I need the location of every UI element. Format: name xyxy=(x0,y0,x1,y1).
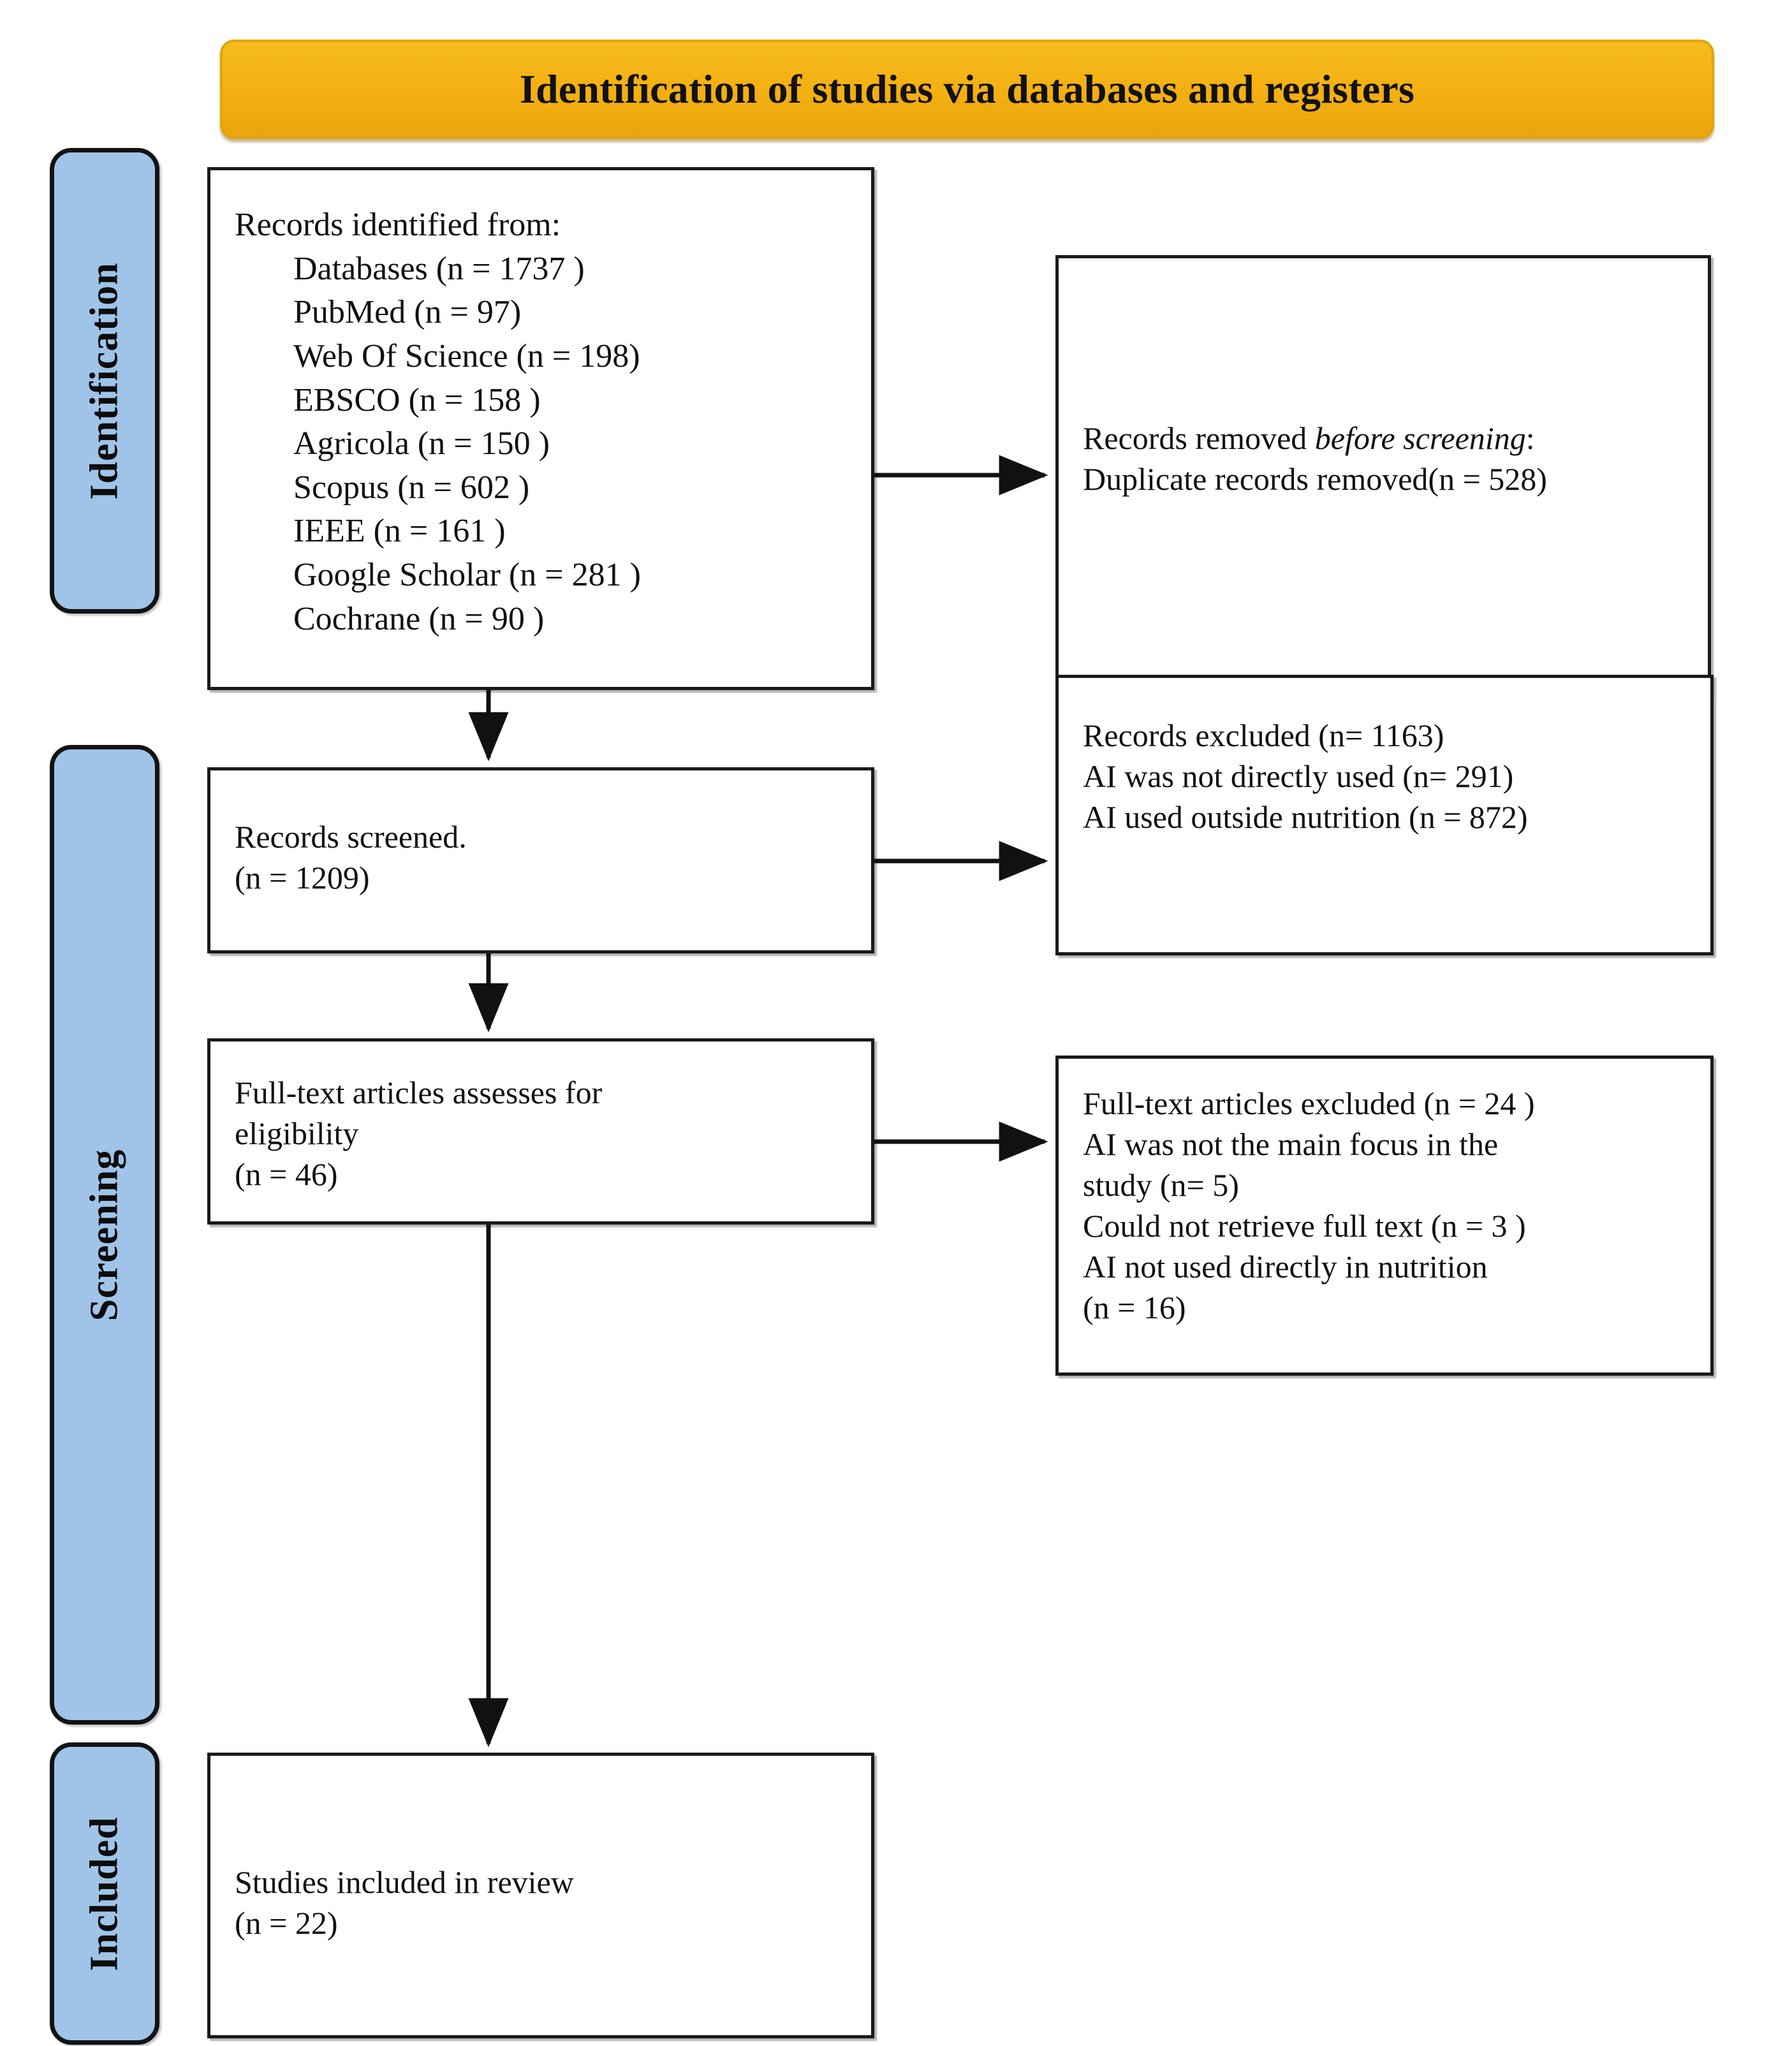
records-excluded-reason-ai-not-direct: AI was not directly used (n= 291) xyxy=(1083,758,1514,794)
records-screened-label: Records screened. xyxy=(235,819,467,855)
source-agricola: Agricola (n = 150 ) xyxy=(293,425,550,462)
fulltext-excluded-reason-not-nutrition-b: (n = 16) xyxy=(1083,1290,1186,1325)
diagram-header-banner: Identification of studies via databases … xyxy=(220,40,1714,139)
fulltext-excluded-total: Full-text articles excluded (n = 24 ) xyxy=(1083,1086,1535,1121)
stage-label-included: Included xyxy=(50,1742,159,2045)
box-fulltext-assessed: Full-text articles assesses for eligibil… xyxy=(207,1038,874,1225)
fulltext-excluded-reason-main-focus-b: study (n= 5) xyxy=(1083,1167,1239,1203)
stage-label-included-text: Included xyxy=(82,1816,126,1971)
fulltext-excluded-reason-not-nutrition-a: AI not used directly in nutrition xyxy=(1083,1249,1488,1284)
stage-label-screening-text: Screening xyxy=(82,1149,126,1321)
source-ebsco: EBSCO (n = 158 ) xyxy=(293,381,541,418)
fulltext-excluded-reason-no-fulltext: Could not retrieve full text (n = 3 ) xyxy=(1083,1208,1526,1244)
box-records-excluded: Records excluded (n= 1163) AI was not di… xyxy=(1055,675,1714,955)
diagram-title: Identification of studies via databases … xyxy=(519,66,1415,112)
box-records-identified: Records identified from: Databases (n = … xyxy=(207,167,874,690)
source-ieee: IEEE (n = 161 ) xyxy=(293,513,506,550)
source-pubmed: PubMed (n = 97) xyxy=(293,294,522,331)
source-web-of-science: Web Of Science (n = 198) xyxy=(293,337,640,374)
stage-label-screening: Screening xyxy=(50,745,159,1725)
duplicate-records-removed: Duplicate records removed(n = 528) xyxy=(1083,461,1547,497)
fulltext-assessed-count: (n = 46) xyxy=(235,1156,338,1192)
records-screened-count: (n = 1209) xyxy=(235,860,370,895)
source-google-scholar: Google Scholar (n = 281 ) xyxy=(293,557,641,593)
fulltext-excluded-reason-main-focus-a: AI was not the main focus in the xyxy=(1083,1126,1499,1162)
records-removed-heading: Records removed before screening: xyxy=(1083,418,1684,459)
box-studies-included: Studies included in review (n = 22) xyxy=(207,1753,874,2038)
source-cochrane: Cochrane (n = 90 ) xyxy=(293,600,545,637)
stage-label-identification-text: Identification xyxy=(82,261,126,500)
records-removed-prefix: Records removed xyxy=(1083,420,1315,456)
studies-included-count: (n = 22) xyxy=(235,1905,338,1941)
box-fulltext-excluded: Full-text articles excluded (n = 24 ) AI… xyxy=(1055,1056,1714,1376)
fulltext-assessed-line2: eligibility xyxy=(235,1115,359,1151)
records-identified-title: Records identified from: xyxy=(235,207,561,243)
records-removed-italic: before screening xyxy=(1314,420,1526,456)
records-excluded-total: Records excluded (n= 1163) xyxy=(1083,718,1444,753)
studies-included-label: Studies included in review xyxy=(235,1864,574,1900)
records-excluded-reason-outside-nutrition: AI used outside nutrition (n = 872) xyxy=(1083,799,1528,835)
source-scopus: Scopus (n = 602 ) xyxy=(293,469,530,506)
fulltext-assessed-line1: Full-text articles assesses for xyxy=(235,1075,603,1110)
records-removed-suffix: : xyxy=(1525,420,1535,456)
box-records-screened: Records screened. (n = 1209) xyxy=(207,767,874,953)
source-databases: Databases (n = 1737 ) xyxy=(293,250,585,287)
box-records-removed-before-screening: Records removed before screening: Duplic… xyxy=(1055,255,1711,695)
stage-label-identification: Identification xyxy=(50,148,159,614)
